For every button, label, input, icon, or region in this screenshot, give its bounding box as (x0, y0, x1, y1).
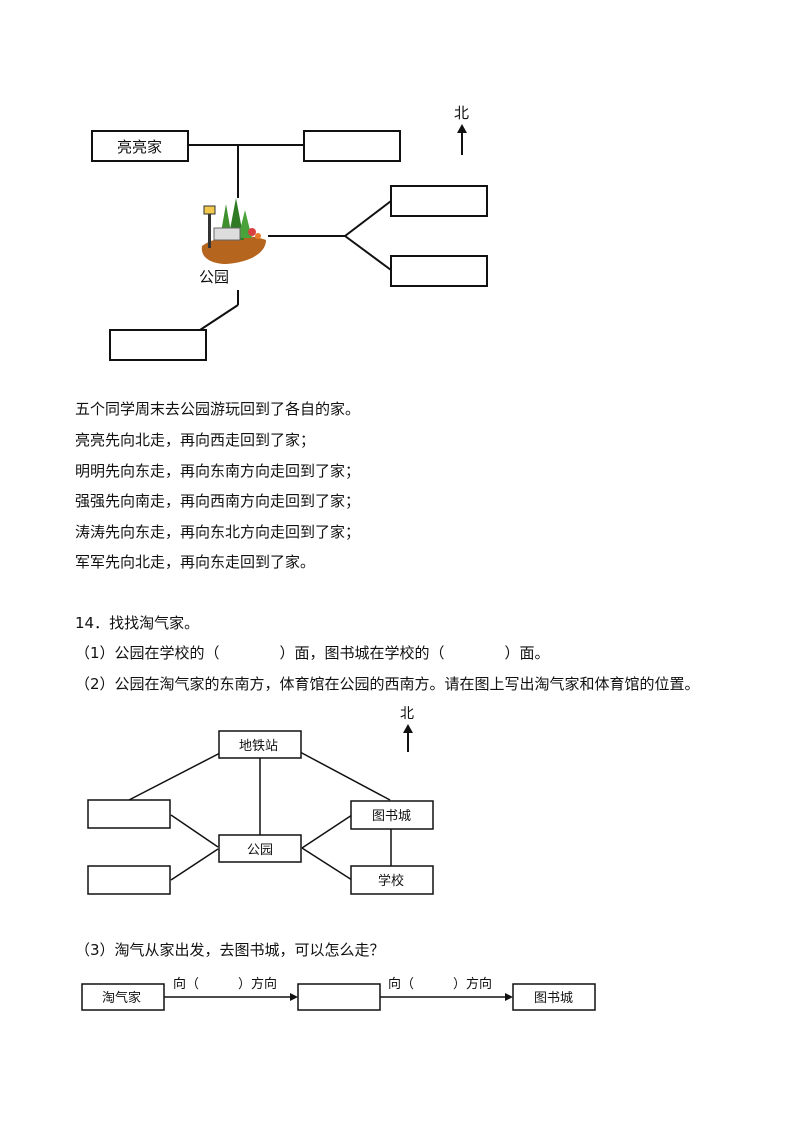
answer-box-east-northeast[interactable] (390, 185, 488, 217)
park-label: 公园 (199, 268, 229, 286)
school-box (350, 865, 434, 895)
question-14-title: 14．找找淘气家。 (75, 614, 200, 632)
route-arrowhead-1-icon (290, 993, 298, 1001)
route-step2-label: 向（ ）方向 (388, 976, 492, 992)
question-14-part3: （3）淘气从家出发，去图书城，可以怎么走？ (75, 941, 385, 959)
north-arrowhead-icon-2 (403, 724, 413, 733)
route-end-label: 图书城 (534, 991, 573, 1006)
route-start-box (81, 983, 165, 1011)
diagram-park-homes: 北 亮亮家 公园 (91, 104, 488, 361)
story-line-junjun: 军军先向北走，再向东走回到了家。 (75, 553, 316, 571)
path-southwest (199, 304, 239, 331)
answer-box-stadium[interactable] (87, 865, 171, 895)
park-box-label: 公园 (247, 843, 273, 858)
north-label-2: 北 (400, 706, 414, 722)
route-arrowhead-2-icon (505, 993, 513, 1001)
path-northeast (344, 200, 392, 237)
subway-station-box (218, 730, 302, 759)
park-icon (201, 198, 266, 264)
route-end-box (512, 983, 596, 1011)
park-box (218, 834, 302, 863)
library-label: 图书城 (372, 809, 411, 824)
story-line-qiangqiang: 强强先向南走，再向西南方向走回到了家； (75, 492, 361, 510)
answer-box-route-middle[interactable] (297, 983, 381, 1011)
answer-box-southwest[interactable] (109, 329, 207, 361)
school-label: 学校 (378, 873, 404, 889)
north-label: 北 (454, 104, 469, 122)
answer-box-east-southeast[interactable] (390, 255, 488, 287)
story-line-mingming: 明明先向东走，再向东南方向走回到了家； (75, 462, 361, 480)
story-line-liangliang: 亮亮先向北走，再向西走回到了家； (75, 431, 316, 449)
answer-box-north-east[interactable] (303, 130, 401, 162)
question-14-part1: （1）公园在学校的（ ）面，图书城在学校的（ ）面。 (75, 644, 550, 662)
library-box (350, 800, 434, 830)
north-arrowhead-icon (457, 124, 467, 133)
route-step1-label: 向（ ）方向 (173, 976, 277, 992)
question-14-part2: （2）公园在淘气家的东南方，体育馆在公园的西南方。请在图上写出淘气家和体育馆的位… (75, 675, 700, 693)
story-intro: 五个同学周末去公园游玩回到了各自的家。 (75, 400, 361, 418)
answer-box-taoqi-home[interactable] (87, 799, 171, 829)
path-southeast (344, 235, 392, 271)
subway-station-label: 地铁站 (239, 739, 278, 754)
story-line-taotao: 涛涛先向东走，再向东北方向走回到了家； (75, 523, 361, 541)
liangliang-home-label: 亮亮家 (117, 138, 162, 156)
route-start-label: 淘气家 (102, 990, 141, 1006)
